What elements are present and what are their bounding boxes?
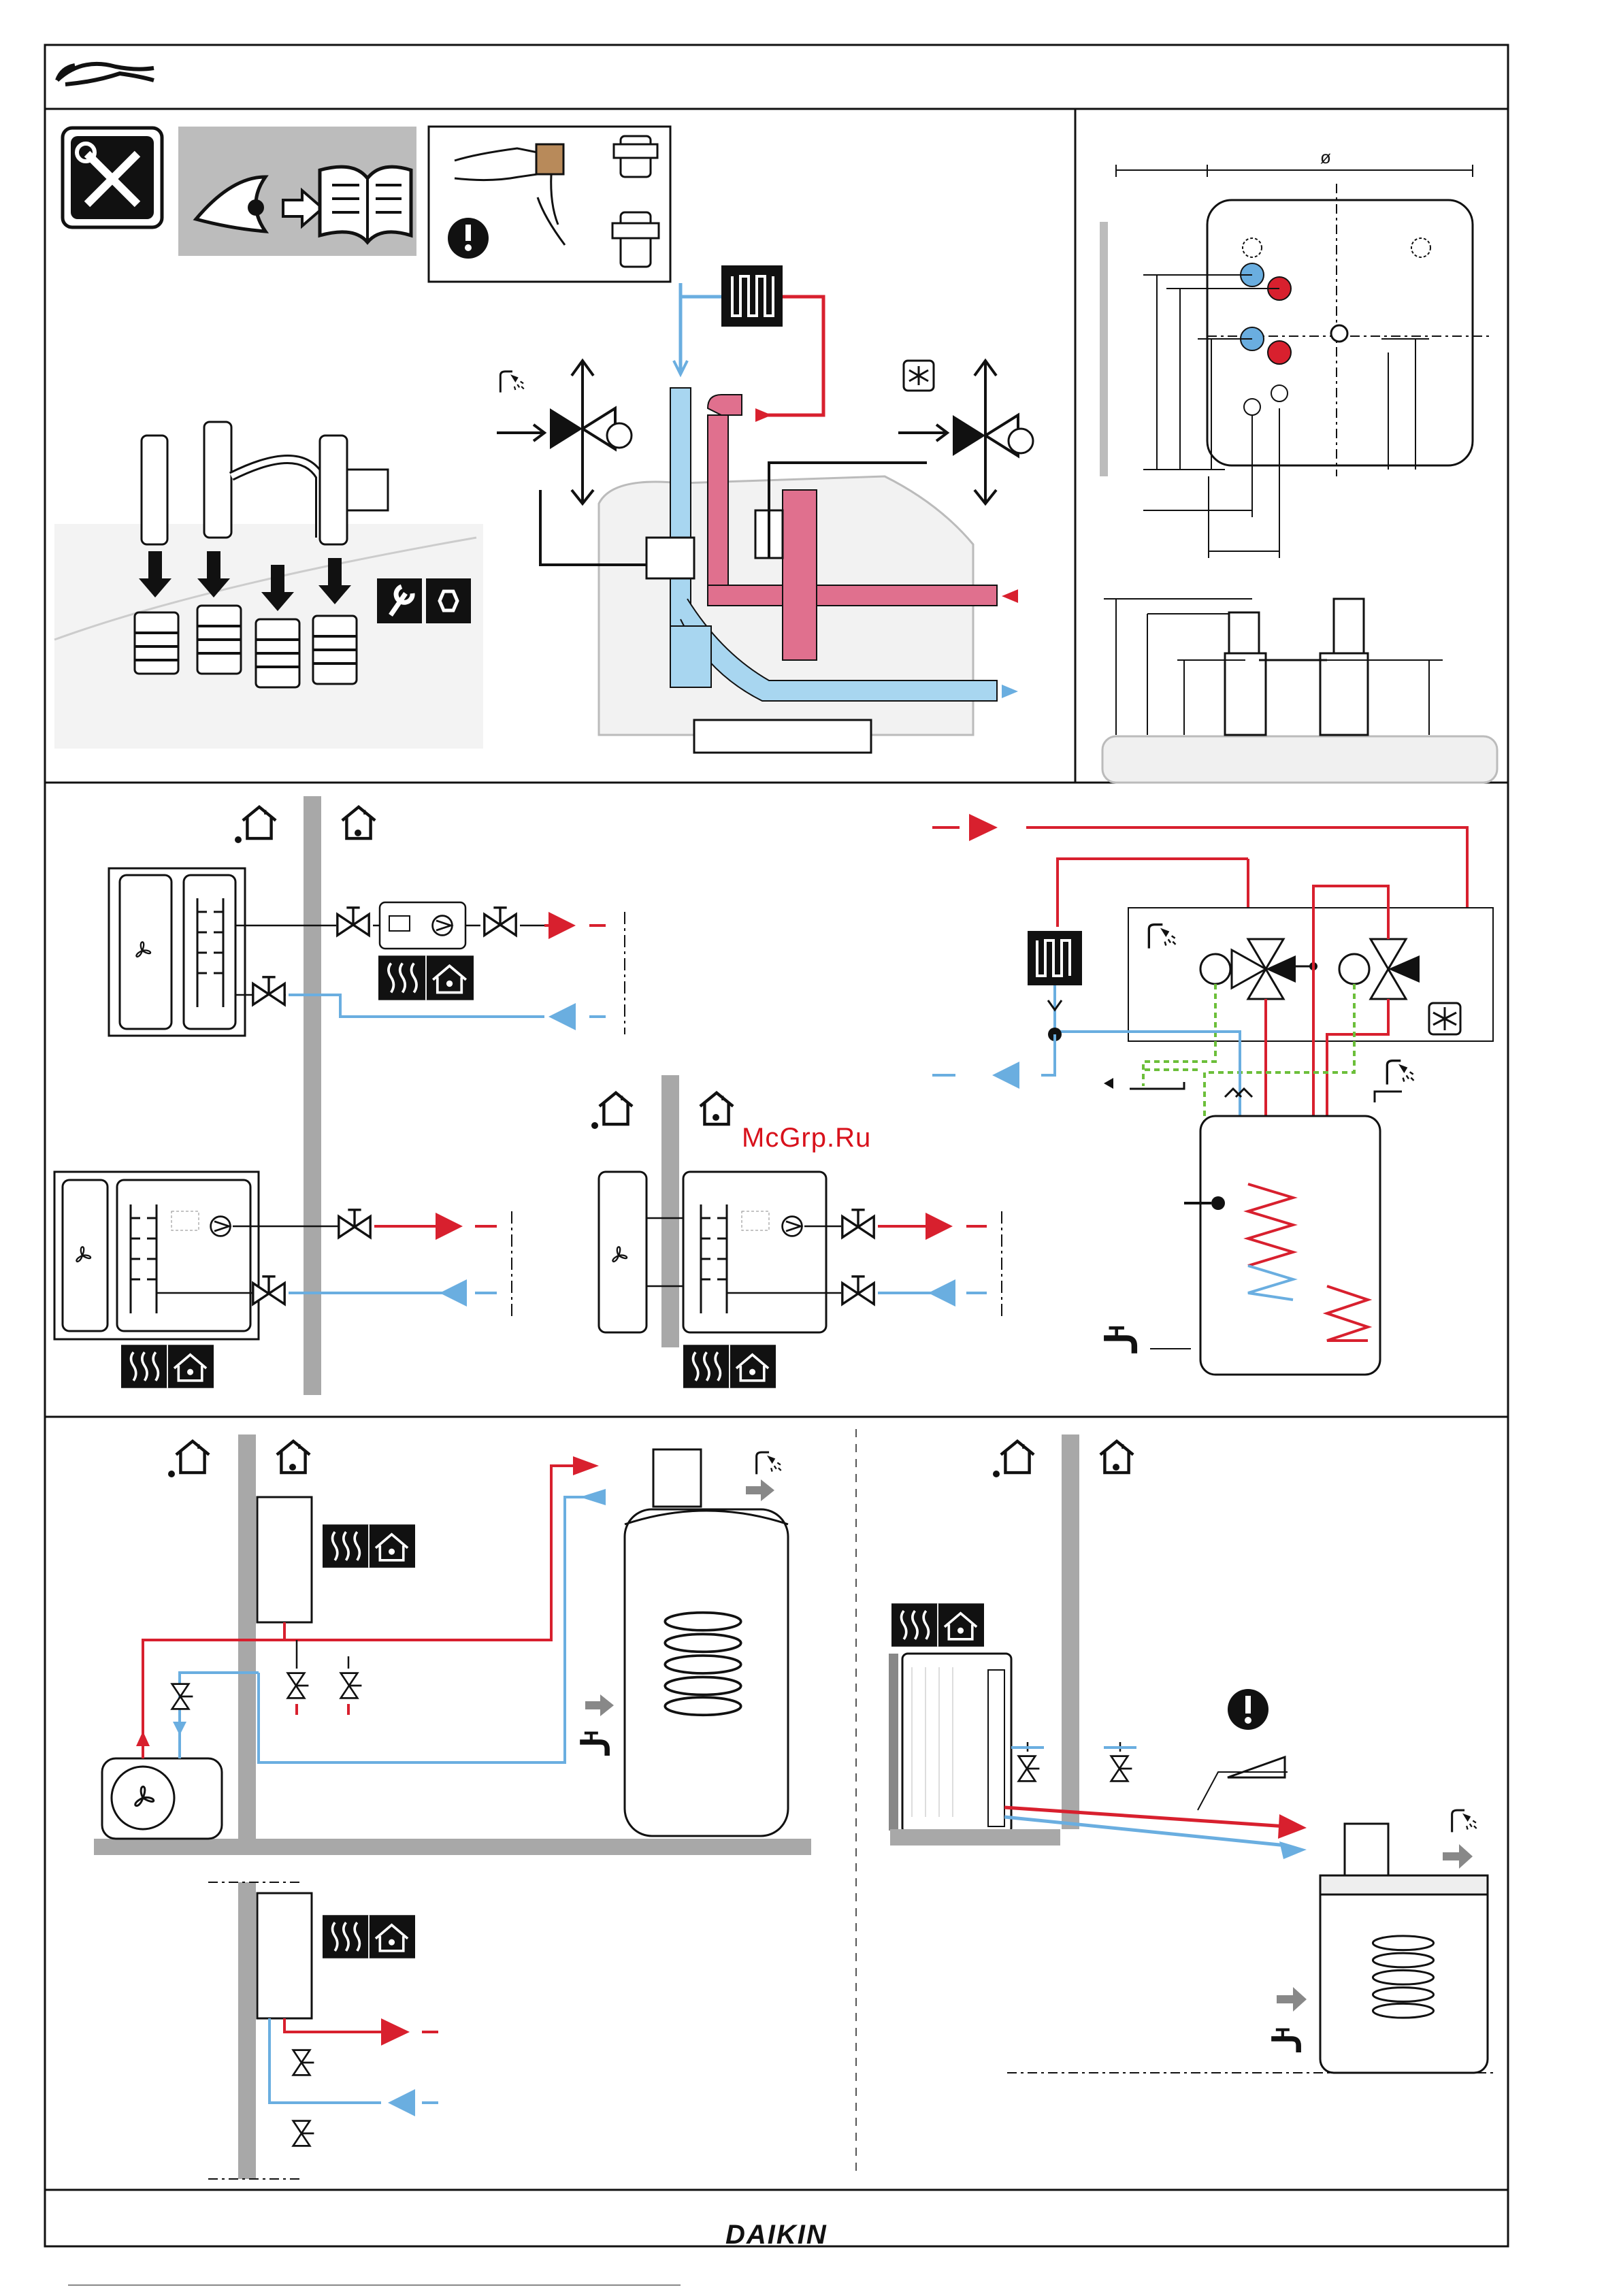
valve-icon: [1111, 1756, 1132, 1782]
shower-icon: [1452, 1810, 1477, 1832]
heat-badge-icon: [683, 1345, 776, 1388]
valve-icon: [338, 908, 369, 936]
tap-icon: [580, 1733, 607, 1756]
pump-icon: [211, 1217, 231, 1236]
heat-badge-icon: [121, 1345, 214, 1388]
valve-icon: [288, 1673, 309, 1699]
outdoor-house-icon: [243, 807, 276, 838]
outdoor-unit-schematic-2: [54, 1172, 512, 1388]
valve-icon: [172, 1684, 193, 1709]
outdoor-house-icon: [1001, 1441, 1034, 1473]
heat-badge-icon: [891, 1603, 984, 1646]
valve-icon: [293, 2121, 314, 2146]
pipework-illustration: [497, 265, 1033, 753]
valve-icon: [842, 1277, 874, 1305]
slope-icon: [1228, 1757, 1285, 1777]
monobloc-with-tank: [889, 1434, 1494, 2073]
valve-icon: [293, 2050, 314, 2076]
thread-seal-warning-panel: [429, 127, 670, 282]
valve-icon: [339, 1210, 370, 1238]
underfloor-heating-icon: [721, 265, 783, 327]
pump-icon: [433, 916, 453, 936]
tap-icon: [1104, 1328, 1134, 1353]
wrench-icon: [377, 578, 422, 623]
split-system-with-tank: [94, 1434, 811, 1855]
watermark: McGrp.Ru: [742, 1123, 871, 1153]
shower-icon: [500, 372, 523, 393]
valve-icon: [253, 977, 284, 1005]
shower-icon: [757, 1452, 781, 1474]
heat-badge-icon: [378, 955, 474, 1000]
heat-badge-icon: [323, 1524, 415, 1567]
pump-icon: [783, 1217, 802, 1236]
outdoor-house-icon: [176, 1441, 209, 1473]
read-manual-icon: [178, 127, 416, 256]
tools-icon: [63, 128, 162, 227]
monobloc-unit-schematic: [591, 1075, 1002, 1388]
fittings-illustration: [54, 422, 483, 749]
diameter-symbol: ø: [1320, 147, 1331, 167]
heat-badge-icon: [323, 1915, 415, 1958]
nut-icon: [426, 578, 471, 623]
pliers-icon: [57, 64, 154, 84]
valve-icon: [485, 908, 516, 936]
shower-icon: [1387, 1061, 1413, 1085]
valve-icon: [842, 1210, 874, 1238]
valve-icon: [341, 1673, 362, 1699]
valve-icon: [1019, 1756, 1040, 1782]
dhw-tank-schematic: [932, 814, 1493, 1375]
tap-icon: [1271, 2030, 1298, 2052]
brand-logo: DAIKIN: [725, 2220, 828, 2250]
outdoor-house-icon: [600, 1093, 632, 1124]
dimension-drawing: ø: [1100, 147, 1497, 783]
wall-unit-schematic: [208, 1882, 438, 2179]
